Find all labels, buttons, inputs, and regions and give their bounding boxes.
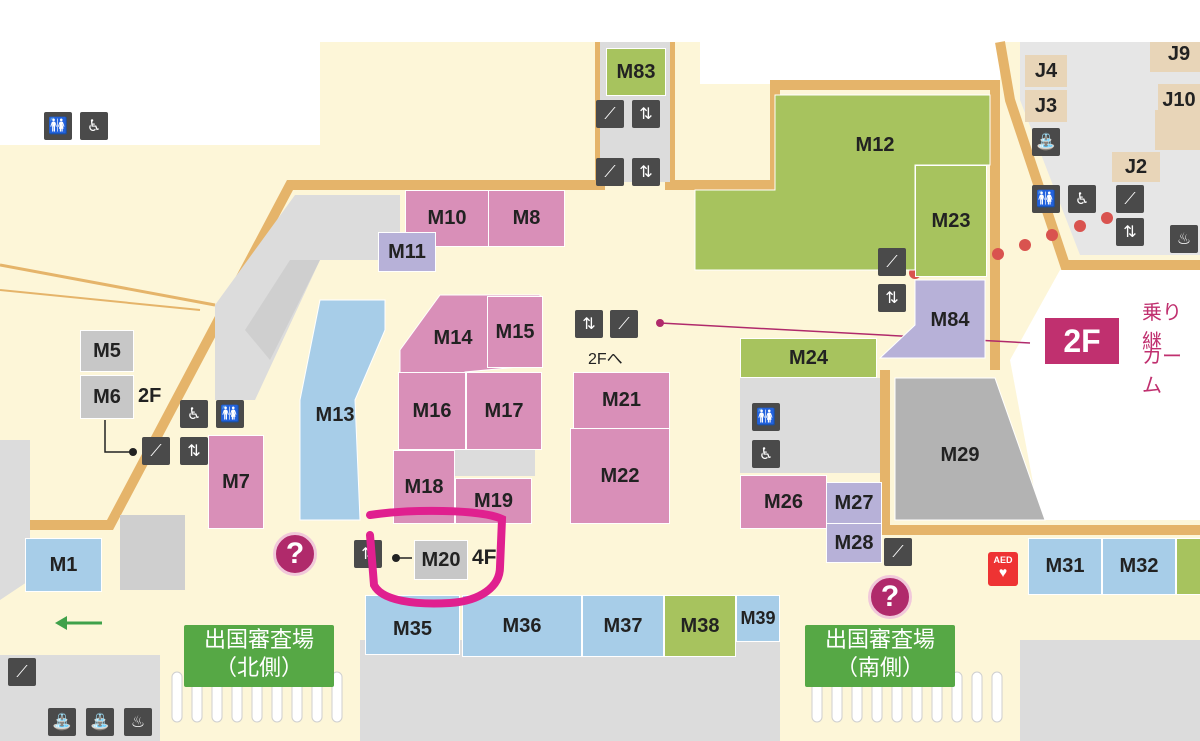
shop-m11[interactable]: M11 bbox=[378, 232, 436, 272]
shop-j2[interactable]: J2 bbox=[1112, 152, 1160, 182]
shop-m32[interactable]: M32 bbox=[1102, 538, 1176, 595]
m20-highlight-marker bbox=[366, 506, 507, 608]
shop-j10[interactable]: J10 bbox=[1158, 84, 1200, 116]
accessible-restroom-icon: ♿ bbox=[752, 440, 780, 468]
shop-m12-label: M12 bbox=[855, 133, 895, 156]
smoking-icon: ♨ bbox=[1170, 225, 1198, 253]
elevator-icon: ⇅ bbox=[1116, 218, 1144, 246]
shop-m28[interactable]: M28 bbox=[826, 523, 882, 563]
shop-m16[interactable]: M16 bbox=[398, 372, 466, 450]
escalator-icon: ⟋ bbox=[142, 437, 170, 465]
aed-icon: AED♥ bbox=[988, 552, 1018, 586]
transfer-text-line2: カーム bbox=[1142, 344, 1182, 397]
escalator-icon: ⟋ bbox=[878, 248, 906, 276]
information-icon[interactable]: ? bbox=[273, 532, 317, 576]
shop-m20[interactable]: M20 bbox=[414, 540, 468, 580]
shop-m7[interactable]: M7 bbox=[208, 435, 264, 529]
shop-m36[interactable]: M36 bbox=[462, 595, 582, 657]
shop-m29-label: M29 bbox=[940, 443, 980, 466]
shop-m37[interactable]: M37 bbox=[582, 595, 664, 657]
escalator-icon: ⟋ bbox=[596, 158, 624, 186]
accessible-restroom-icon: ♿ bbox=[80, 112, 108, 140]
elevator-icon: ⇅ bbox=[878, 284, 906, 312]
shop-m26[interactable]: M26 bbox=[740, 475, 827, 529]
shop-edge-green[interactable] bbox=[1176, 538, 1200, 595]
shop-m12-shape[interactable] bbox=[694, 94, 991, 271]
escalator-icon: ⟋ bbox=[1116, 185, 1144, 213]
shop-m84-shape[interactable] bbox=[878, 279, 986, 359]
m6-floor-label: 2F bbox=[138, 385, 162, 407]
elevator-icon: ⇅ bbox=[632, 100, 660, 128]
shop-m8[interactable]: M8 bbox=[488, 190, 565, 247]
shop-m39[interactable]: M39 bbox=[736, 595, 780, 642]
accessible-restroom-icon: ♿ bbox=[1068, 185, 1096, 213]
shop-m38[interactable]: M38 bbox=[664, 595, 736, 657]
shop-m84-label: M84 bbox=[930, 308, 970, 331]
shop-m5[interactable]: M5 bbox=[80, 330, 134, 372]
shop-m83[interactable]: M83 bbox=[606, 48, 666, 96]
smoking-icon: ♨ bbox=[124, 708, 152, 736]
aed-label: AED bbox=[993, 555, 1013, 565]
escalator-icon: ⟋ bbox=[8, 658, 36, 686]
information-icon[interactable]: ? bbox=[868, 575, 912, 619]
shop-j9[interactable]: J9 bbox=[1158, 42, 1200, 66]
restroom-icon: 🚻 bbox=[752, 403, 780, 431]
shop-m27[interactable]: M27 bbox=[826, 482, 882, 524]
shop-m31[interactable]: M31 bbox=[1028, 538, 1102, 595]
shop-j4[interactable]: J4 bbox=[1025, 55, 1067, 87]
shop-m23[interactable]: M23 bbox=[915, 165, 987, 277]
shop-m13: M13 bbox=[315, 403, 355, 426]
shop-m24[interactable]: M24 bbox=[740, 338, 877, 378]
shop-m29-shape[interactable] bbox=[894, 377, 1046, 521]
water-fountain-icon: ⛲ bbox=[48, 708, 76, 736]
shop-m6[interactable]: M6 bbox=[80, 375, 134, 419]
restroom-icon: 🚻 bbox=[216, 400, 244, 428]
north-immigration-gate: 出国審査場 （北側） bbox=[184, 625, 334, 687]
escalator-icon: ⟋ bbox=[884, 538, 912, 566]
shop-m22[interactable]: M22 bbox=[570, 428, 670, 524]
to-2f-label: 2Fへ bbox=[588, 351, 623, 368]
shop-m21[interactable]: M21 bbox=[573, 372, 670, 429]
restroom-icon: 🚻 bbox=[1032, 185, 1060, 213]
shop-m15[interactable]: M15 bbox=[487, 296, 543, 368]
shop-m13-shape[interactable] bbox=[299, 299, 386, 521]
floor-2f-badge: 2F bbox=[1045, 318, 1119, 364]
south-gate-title: 出国審査場 bbox=[824, 628, 935, 653]
shop-m17[interactable]: M17 bbox=[466, 372, 542, 450]
escalator-icon: ⟋ bbox=[596, 100, 624, 128]
accessible-restroom-icon: ♿ bbox=[180, 400, 208, 428]
m20-floor-label: 4F bbox=[472, 546, 497, 569]
elevator-icon: ⇅ bbox=[180, 437, 208, 465]
shop-m1[interactable]: M1 bbox=[25, 538, 102, 592]
elevator-icon: ⇅ bbox=[632, 158, 660, 186]
north-gate-subtitle: （北側） bbox=[214, 656, 303, 681]
water-fountain-icon: ⛲ bbox=[1032, 128, 1060, 156]
shop-j3[interactable]: J3 bbox=[1025, 90, 1067, 122]
water-fountain-icon: ⛲ bbox=[86, 708, 114, 736]
shop-m19[interactable]: M19 bbox=[455, 478, 532, 524]
north-gate-title: 出国審査場 bbox=[203, 628, 314, 653]
escalator-icon: ⟋ bbox=[610, 310, 638, 338]
south-gate-subtitle: （南側） bbox=[835, 656, 924, 681]
restroom-icon: 🚻 bbox=[44, 112, 72, 140]
elevator-icon: ⇅ bbox=[575, 310, 603, 338]
transfer-text-line1: 乗り継 bbox=[1142, 300, 1182, 353]
south-immigration-gate: 出国審査場 （南側） bbox=[805, 625, 955, 687]
shop-m14[interactable]: M14 bbox=[433, 326, 473, 349]
